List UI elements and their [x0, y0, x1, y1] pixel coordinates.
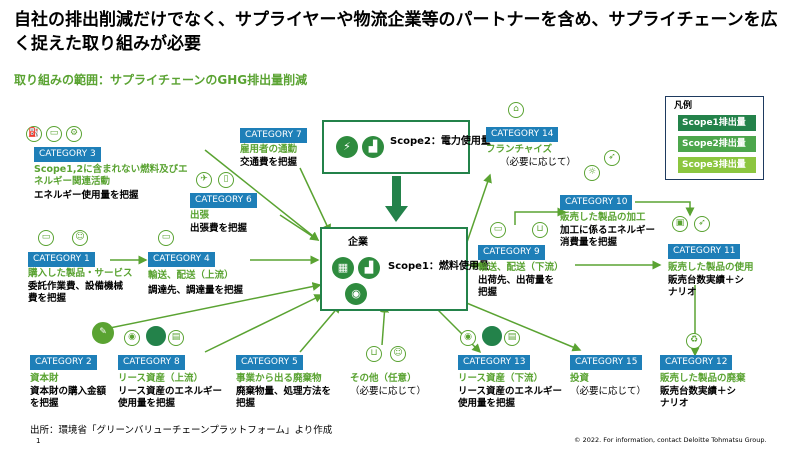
category-6-desc: 出張費を把握 — [190, 223, 248, 234]
category-2-desc: 資本財の購入金額を把握 — [30, 386, 107, 409]
car-icon: ◉ — [124, 330, 140, 346]
lease-icon — [146, 326, 166, 346]
category-2-tag: CATEGORY 2 — [30, 355, 97, 370]
category-12-title: 販売した製品の廃棄 — [660, 373, 746, 384]
category-14-tag: CATEGORY 14 — [486, 127, 559, 142]
legend-scope2: Scope2排出量 — [678, 136, 756, 152]
category-6-tag: CATEGORY 6 — [190, 193, 257, 208]
category-15-title: 投資 — [570, 373, 590, 384]
appliance-icon: ▣ — [672, 216, 688, 232]
category-14-desc: （必要に応じて） — [500, 157, 577, 168]
scope2-label: Scope2：電力使用量 — [390, 136, 491, 147]
truck-icon: ▭ — [158, 230, 174, 246]
category-5-tag: CATEGORY 5 — [236, 355, 303, 370]
category-13-desc: リース資産のエネルギー使用量を把握 — [458, 386, 563, 409]
page-number: 1 — [36, 437, 41, 445]
car-icon: ◉ — [460, 330, 476, 346]
truck-icon: ▭ — [490, 222, 506, 238]
category-11-desc: 販売台数実績＋シナリオ — [668, 275, 745, 298]
category-3-title: Scope1,2に含まれない燃料及びエネルギー関連活動 — [34, 164, 188, 187]
category-1-desc: 委託作業費、設備機械費を把握 — [28, 281, 124, 304]
category-3-desc: エネルギー使用量を把握 — [34, 190, 139, 201]
category-8-title: リース資産（上流） — [118, 373, 204, 384]
people-icon: ☺ — [390, 346, 406, 362]
machine-icon: ⚙ — [66, 126, 82, 142]
page-title: 自社の排出削減だけでなく、サプライヤーや物流企業等のパートナーを含め、サプライチ… — [14, 10, 778, 54]
category-1-tag: CATEGORY 1 — [28, 252, 95, 267]
category-6-title: 出張 — [190, 210, 210, 221]
category-12-tag: CATEGORY 12 — [660, 355, 733, 370]
lightbulb-icon: ☼ — [584, 165, 600, 181]
category-10-title: 販売した製品の加工 — [560, 212, 646, 223]
printer-icon: ▤ — [168, 330, 184, 346]
scope2-box: ⚡ ▟ Scope2：電力使用量 — [322, 120, 491, 174]
airplane-icon: ✈ — [196, 172, 212, 188]
category-8-desc: リース資産のエネルギー使用量を把握 — [118, 386, 223, 409]
category-4-tag: CATEGORY 4 — [148, 252, 215, 267]
category-11-tag: CATEGORY 11 — [668, 244, 741, 259]
power-plant-icon: ⚡ — [336, 136, 358, 158]
category-8-tag: CATEGORY 8 — [118, 355, 185, 370]
legend-title: 凡例 — [674, 101, 693, 111]
category-1-title: 購入した製品・サービス — [28, 268, 133, 279]
category-4-desc: 調達先、調達量を把握 — [148, 285, 244, 296]
category-10-tag: CATEGORY 10 — [560, 195, 633, 210]
factory-icon: ▟ — [362, 136, 384, 158]
category-9-desc: 出荷先、出荷量を把握 — [478, 275, 555, 298]
building-icon: ▦ — [332, 257, 354, 279]
category-15-desc: （必要に応じて） — [570, 386, 647, 397]
category-15-tag: CATEGORY 15 — [570, 355, 643, 370]
lease-icon — [482, 326, 502, 346]
legend-scope1: Scope1排出量 — [678, 115, 756, 131]
rocket-icon: ➶ — [694, 216, 710, 232]
shopping-cart-icon: ⊔ — [532, 222, 548, 238]
category-7-desc: 交通費を把握 — [240, 157, 298, 168]
category-10-desc: 加工に係るエネルギー消費量を把握 — [560, 225, 656, 248]
category-4-title: 輸送、配送（上流） — [148, 270, 234, 281]
diagram-subtitle: 取り組みの範囲：サプライチェーンのGHG排出量削減 — [14, 73, 308, 87]
wrench-icon: ✎ — [92, 322, 114, 344]
category-2-title: 資本財 — [30, 373, 59, 384]
people-icon: ☺ — [72, 230, 88, 246]
category-3-tag: CATEGORY 3 — [34, 147, 101, 162]
shopping-cart-icon: ⊔ — [366, 346, 382, 362]
factory-icon: ▟ — [358, 257, 380, 279]
store-icon: ⌂ — [508, 102, 524, 118]
legend: 凡例 Scope1排出量 Scope2排出量 Scope3排出量 — [665, 96, 764, 180]
category-14-title: フランチャイズ — [486, 144, 553, 155]
truck-icon: ▭ — [38, 230, 54, 246]
category-11-title: 販売した製品の使用 — [668, 262, 754, 273]
scope1-label: Scope1：燃料使用量 — [388, 261, 489, 272]
category-7-tag: CATEGORY 7 — [240, 128, 307, 143]
printer-icon: ▤ — [504, 330, 520, 346]
rocket-icon: ➶ — [604, 150, 620, 166]
category-13-title: リース資産（下流） — [458, 373, 544, 384]
category-9-tag: CATEGORY 9 — [478, 245, 545, 260]
category-5-title: 事業から出る廃棄物 — [236, 373, 322, 384]
category-12-desc: 販売台数実績＋シナリオ — [660, 386, 737, 409]
other-desc: （必要に応じて） — [350, 386, 427, 397]
copyright: © 2022. For information, contact Deloitt… — [574, 436, 767, 444]
other-title: その他（任意） — [350, 373, 417, 384]
fuel-icon: ⛽ — [26, 126, 42, 142]
category-7-title: 雇用者の通勤 — [240, 144, 298, 155]
car-icon: ◉ — [345, 283, 367, 305]
category-9-title: 輸送、配送（下流） — [478, 262, 564, 273]
category-5-desc: 廃棄物量、処理方法を把握 — [236, 386, 332, 409]
recycle-icon: ♻ — [686, 333, 702, 349]
train-icon: ▯ — [218, 172, 234, 188]
legend-scope3: Scope3排出量 — [678, 157, 756, 173]
source-note: 出所：環境省「グリーンバリューチェーンプラットフォーム」より作成 — [30, 425, 333, 436]
category-13-tag: CATEGORY 13 — [458, 355, 531, 370]
company-label: 企業 — [348, 237, 368, 248]
company-box: 企業 ▦ ▟ ◉ Scope1：燃料使用量 — [320, 227, 489, 311]
truck-icon: ▭ — [46, 126, 62, 142]
